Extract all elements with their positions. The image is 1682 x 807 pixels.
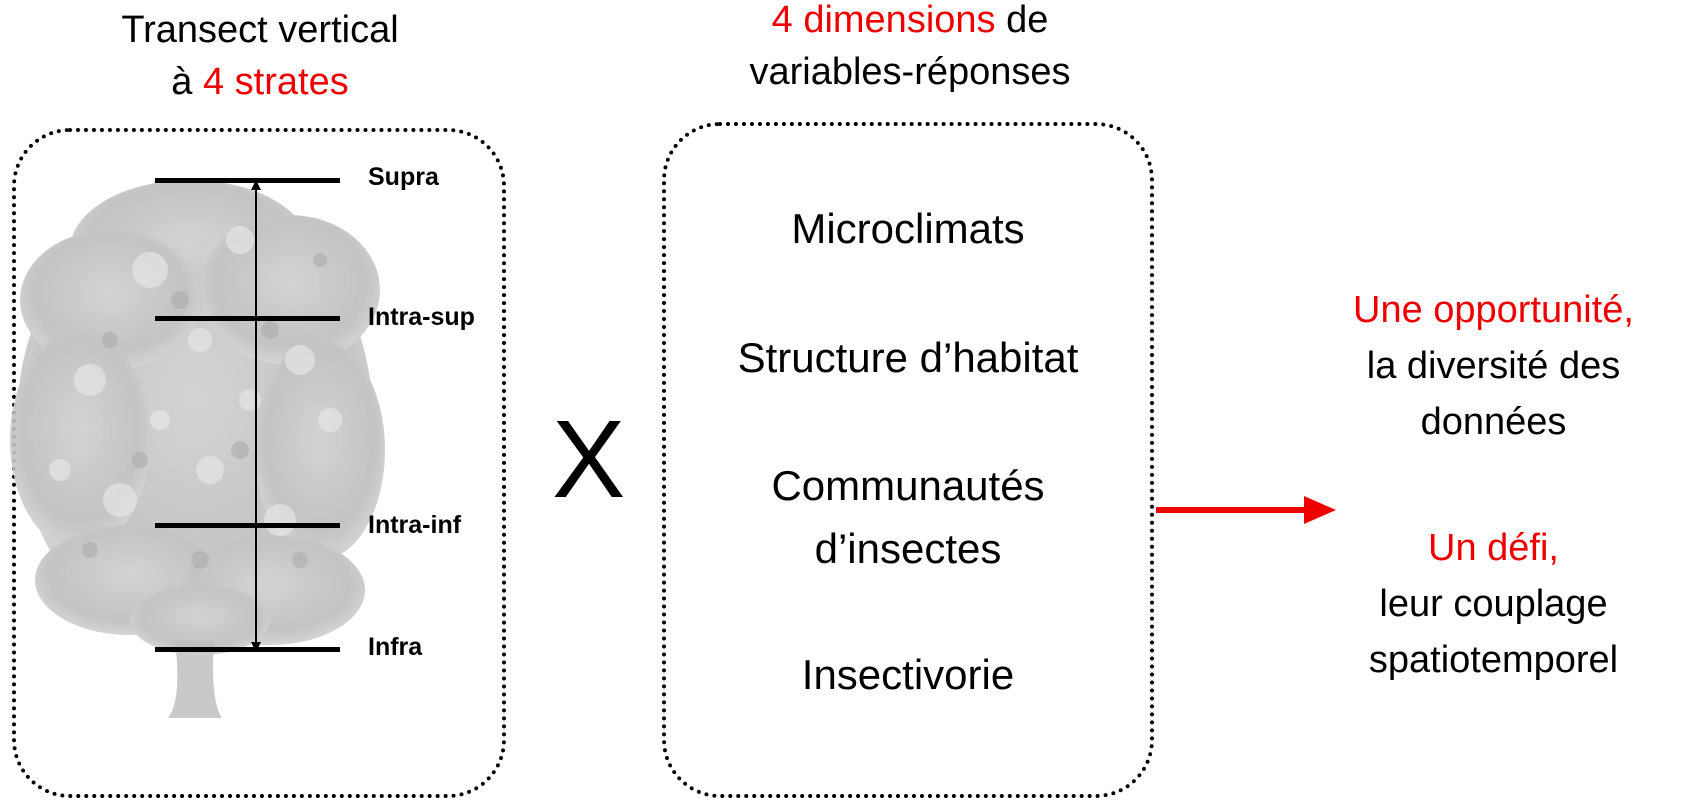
opportunity-line2: données bbox=[1420, 401, 1567, 443]
tree-canopy bbox=[10, 180, 385, 655]
dimension-microclimats: Microclimats bbox=[791, 205, 1025, 252]
dimension-structure-habitat: Structure d’habitat bbox=[737, 334, 1079, 381]
dimensions-heading-suffix: de bbox=[995, 0, 1049, 41]
stratum-label-infra: Infra bbox=[368, 633, 423, 661]
dimension-insectivorie: Insectivorie bbox=[801, 651, 1015, 698]
tree-icon bbox=[10, 180, 385, 718]
opportunity-highlight: Une opportunité, bbox=[1353, 289, 1634, 331]
strata-count-highlight: 4 strates bbox=[202, 61, 349, 103]
right-arrow-icon bbox=[1156, 496, 1336, 524]
height-axis-arrow bbox=[251, 180, 261, 652]
stratum-label-intra-sup: Intra-sup bbox=[368, 303, 475, 331]
dimensions-heading-line1: 4 dimensions de bbox=[620, 0, 1200, 46]
transect-heading: Transect vertical à 4 strates bbox=[40, 4, 480, 108]
transect-heading-prefix: à bbox=[171, 61, 203, 103]
tree-trunk bbox=[168, 640, 222, 718]
stratum-line-intra-inf bbox=[155, 523, 340, 528]
transect-heading-line2: à 4 strates bbox=[40, 56, 480, 108]
dimensions-count-highlight: 4 dimensions bbox=[771, 0, 996, 41]
dimension-communautes: Communautés bbox=[771, 462, 1045, 509]
challenge-highlight: Un défi, bbox=[1428, 527, 1559, 569]
stratum-line-supra bbox=[155, 178, 340, 183]
stratum-line-intra-sup bbox=[155, 316, 340, 321]
challenge-line1: leur couplage bbox=[1379, 583, 1608, 625]
dimensions-heading: 4 dimensions de variables-réponses bbox=[620, 0, 1200, 98]
transect-heading-line1: Transect vertical bbox=[121, 9, 399, 51]
multiplication-operator: X bbox=[552, 398, 626, 521]
dimensions-panel bbox=[662, 122, 1154, 798]
dimension-insectes: d’insectes bbox=[814, 525, 1002, 572]
dimensions-heading-line2: variables-réponses bbox=[749, 51, 1071, 93]
challenge-line2: spatiotemporel bbox=[1368, 639, 1619, 681]
stratum-label-intra-inf: Intra-inf bbox=[368, 511, 462, 539]
opportunity-line1: la diversité des bbox=[1366, 345, 1621, 387]
stratum-line-infra bbox=[155, 647, 340, 652]
stratum-label-supra: Supra bbox=[368, 163, 439, 191]
